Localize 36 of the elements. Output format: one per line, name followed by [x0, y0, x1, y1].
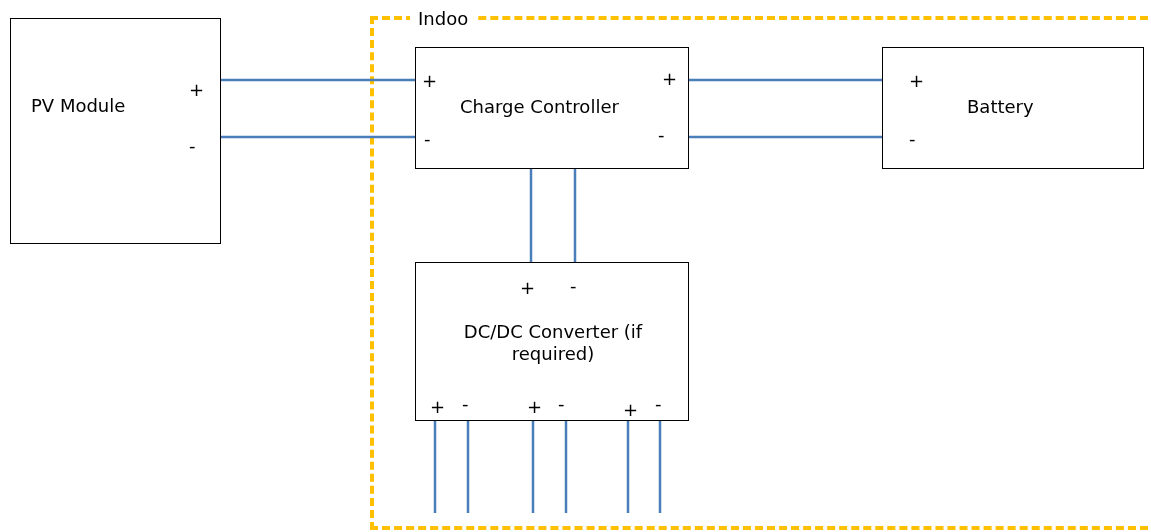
polarity-sign: - [189, 135, 196, 157]
wire [529, 169, 533, 262]
polarity-sign: - [424, 128, 431, 150]
polarity-sign: + [527, 396, 543, 418]
polarity-sign: + [520, 277, 536, 299]
wire [221, 135, 415, 139]
wire [573, 169, 577, 262]
component-label: Charge Controller [460, 96, 619, 118]
component-label: PV Module [31, 95, 126, 117]
polarity-sign: - [655, 393, 662, 415]
polarity-sign: + [909, 70, 925, 92]
wire [626, 421, 630, 513]
wire [433, 421, 437, 513]
component-box [10, 18, 221, 244]
polarity-sign: - [570, 275, 577, 297]
polarity-sign: + [662, 68, 678, 90]
wire [689, 78, 882, 82]
wire [221, 78, 415, 82]
component-label: Battery [967, 96, 1034, 118]
component-label: DC/DC Converter (if required) [462, 321, 644, 365]
wire [658, 421, 662, 513]
polarity-sign: + [623, 399, 639, 421]
wire [689, 135, 882, 139]
component-box [415, 47, 689, 169]
polarity-sign: + [189, 79, 205, 101]
polarity-sign: + [422, 70, 438, 92]
wire [531, 421, 535, 513]
wire [564, 421, 568, 513]
polarity-sign: - [909, 128, 916, 150]
polarity-sign: - [558, 393, 565, 415]
component-box [882, 47, 1144, 169]
wire [466, 421, 470, 513]
polarity-sign: - [658, 124, 665, 146]
polarity-sign: + [430, 396, 446, 418]
polarity-sign: - [462, 393, 469, 415]
component-box [415, 262, 689, 421]
